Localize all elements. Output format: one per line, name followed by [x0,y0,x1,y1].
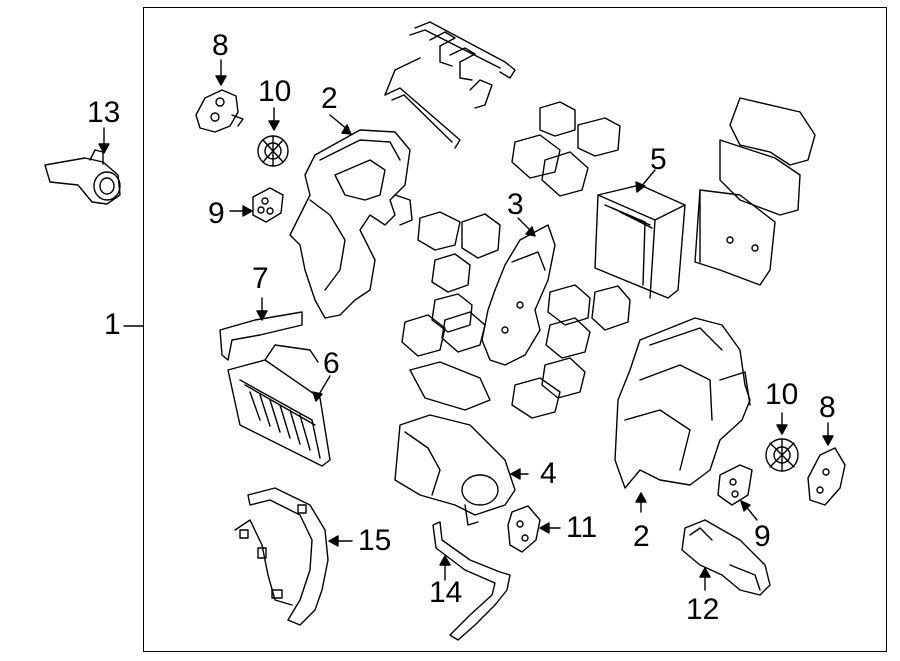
callout-13: 13 [87,96,121,129]
part-7-tube [219,297,303,361]
callout-11: 11 [566,511,598,544]
part-2-upper-case [289,114,413,319]
callout-3: 3 [507,188,524,221]
part-2-lower-case [614,317,751,513]
part-8-actuator-left [195,59,244,133]
callout-14: 14 [429,576,463,609]
part-8-actuator-right [807,422,846,506]
callout-6: 6 [323,347,340,380]
callout-5: 5 [650,143,667,176]
part-6-heater-core [227,344,331,467]
part-14-hose [432,521,511,641]
part-11-bracket [507,505,561,553]
part-12-duct [681,519,771,596]
callout-15: 15 [358,524,392,557]
part-10-motor-left [257,107,289,167]
part-9-link-left [229,187,284,223]
callout-9-left: 9 [208,197,225,230]
callout-12: 12 [686,593,720,626]
callout-1: 1 [104,308,121,341]
diagram-frame [143,7,887,652]
part-5-evaporator [594,169,686,299]
callout-10-left: 10 [258,75,292,108]
callout-9-right: 9 [754,520,771,553]
callout-10-right: 10 [765,378,799,411]
part-3-center-bracket [481,217,556,366]
part-15-harness [234,487,353,626]
part-flaps [401,101,631,419]
part-hoses [384,21,516,149]
part-10-motor-right [765,412,799,472]
part-right-panels [694,97,816,286]
callout-8-left: 8 [212,29,229,62]
part-4-blower [394,414,529,526]
callout-8-right: 8 [819,391,836,424]
callout-7: 7 [252,262,269,295]
part-13-sensor [44,127,121,205]
part-9-link-right [717,464,758,521]
callout-2-lower: 2 [633,520,650,553]
callout-2-upper: 2 [321,82,338,115]
callout-4: 4 [540,457,557,490]
